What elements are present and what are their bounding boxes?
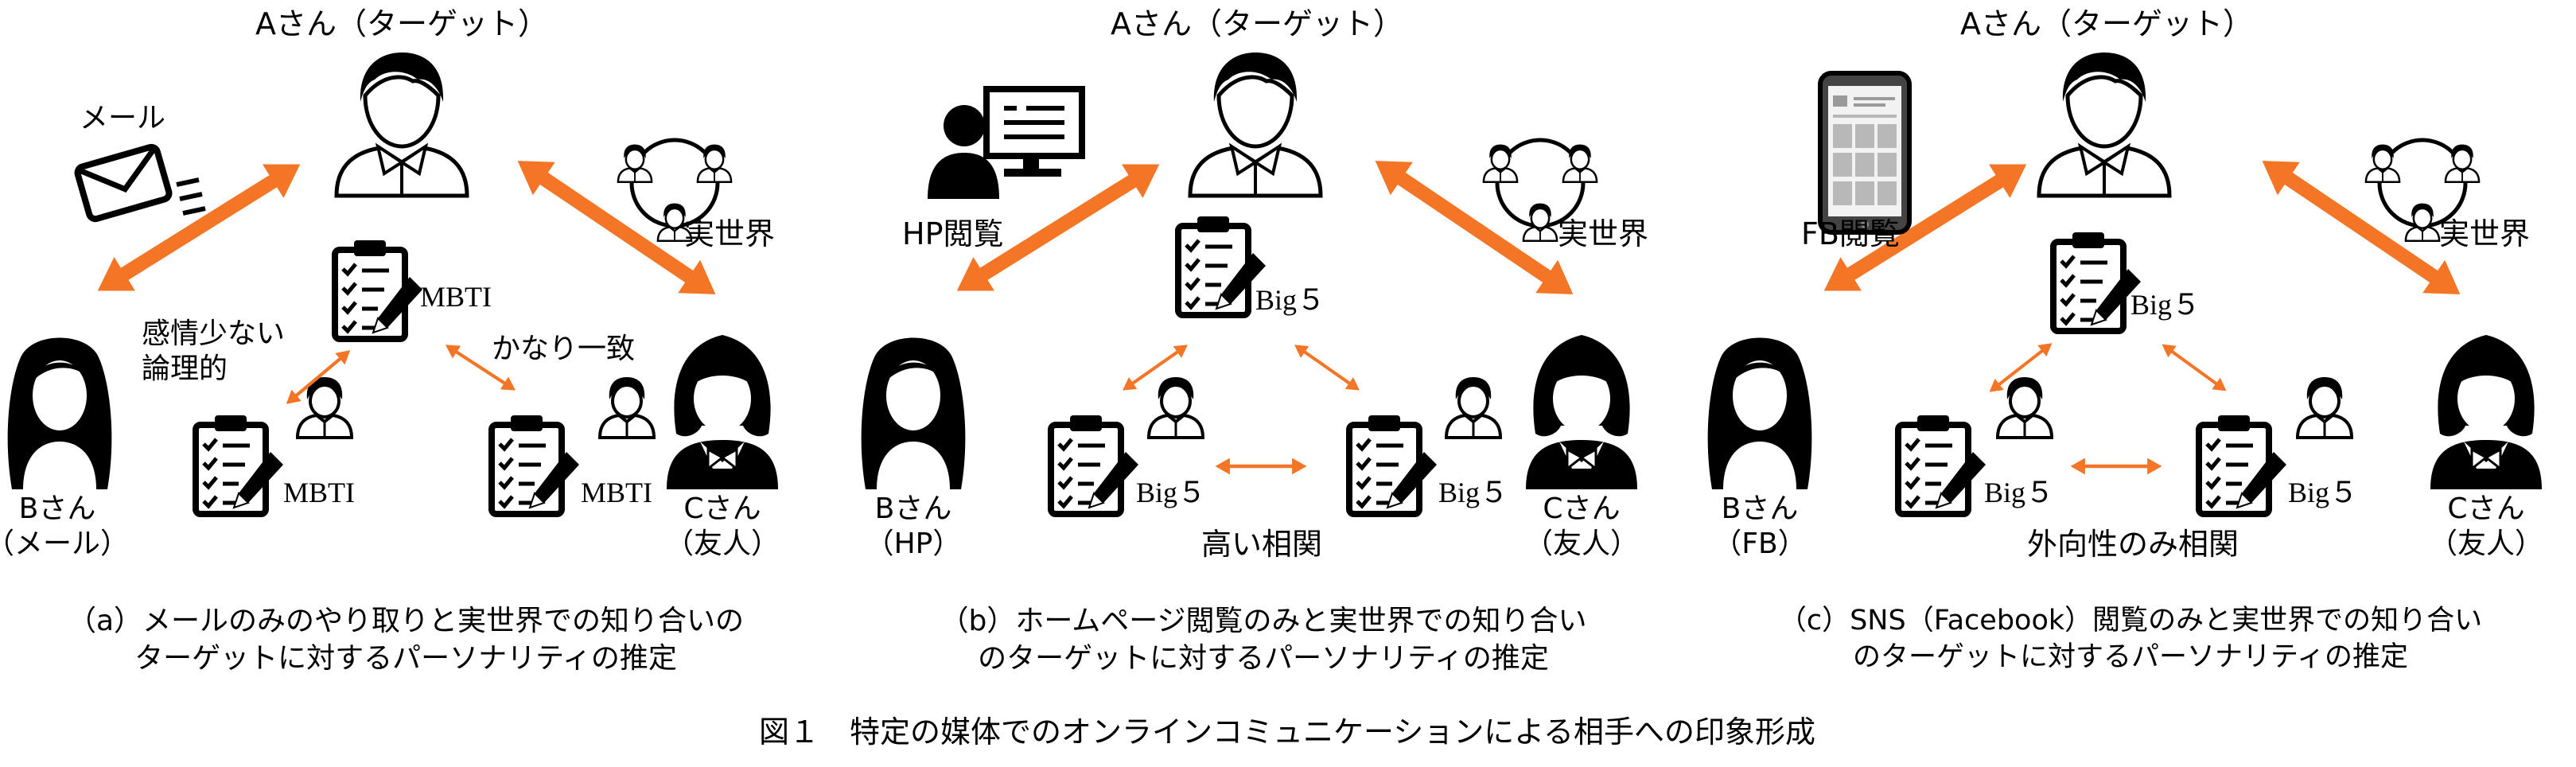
- person-c-icon: [665, 333, 780, 491]
- test-label-c: Big５: [1438, 477, 1509, 508]
- person-b-label: Bさん （HP）: [865, 493, 962, 560]
- envelope-icon: [74, 143, 173, 223]
- computer-user-icon: [928, 86, 1085, 199]
- person-b-icon: [861, 337, 966, 489]
- person-c-label: Cさん （友人）: [664, 493, 780, 560]
- real-world-label: 実世界: [1558, 216, 1649, 251]
- panel-c-diagram: [1707, 53, 2543, 514]
- person-b-icon: [1707, 337, 1812, 489]
- target-a-icon: [2039, 53, 2169, 196]
- media-label: FB閲覧: [1801, 216, 1900, 251]
- thin-arrow-b-c: [1216, 458, 1307, 475]
- clipboard-a-icon: [335, 240, 422, 339]
- test-label-b: MBTI: [283, 477, 355, 508]
- media-label: HP閲覧: [902, 216, 1004, 251]
- real-world-label: 実世界: [684, 216, 776, 251]
- clipboard-c-icon: [492, 415, 579, 514]
- small-person-c-icon: [1445, 376, 1502, 439]
- panel-b-caption: （b）ホームページ閲覧のみと実世界での知り合い のターゲットに対するパーソナリテ…: [940, 605, 1587, 675]
- panel-b-diagram: [861, 53, 1639, 514]
- thin-arrow-a-c: [1288, 337, 1366, 399]
- arrow-a-c: [2251, 144, 2472, 311]
- test-label-a: Big５: [2130, 289, 2201, 321]
- test-label-b: Big５: [1136, 477, 1207, 508]
- target-a-label: Aさん（ターゲット）: [255, 6, 548, 41]
- person-c-icon: [1524, 333, 1639, 491]
- test-label-b: Big５: [1984, 477, 2055, 508]
- person-c-icon: [2429, 333, 2543, 491]
- speed-lines-icon: [176, 177, 206, 216]
- small-person-b-icon: [1147, 376, 1204, 439]
- smartphone-icon: [1818, 71, 1912, 235]
- clipboard-c-icon: [2199, 415, 2286, 514]
- figure-caption: 図１ 特定の媒体でのオンラインコミュニケーションによる相手への印象形成: [758, 714, 1816, 749]
- arrow-a-c: [1364, 144, 1585, 311]
- test-label-c: MBTI: [581, 477, 652, 508]
- target-a-icon: [1190, 53, 1321, 196]
- target-a-label: Aさん（ターゲット）: [1111, 6, 1403, 41]
- clipboard-c-icon: [1349, 415, 1437, 514]
- person-b-icon: [7, 337, 112, 489]
- clipboard-a-icon: [2053, 232, 2141, 331]
- thin-arrow-b-c: [2071, 458, 2162, 475]
- person-c-label: Cさん （友人）: [1523, 493, 1640, 560]
- bottom-note: 高い相関: [1201, 527, 1323, 562]
- clipboard-b-icon: [1051, 415, 1138, 514]
- bottom-note: 外向性のみ相関: [2027, 527, 2239, 562]
- real-world-label: 実世界: [2439, 216, 2531, 251]
- target-a-icon: [337, 53, 467, 196]
- test-label-c: Big５: [2288, 477, 2359, 508]
- person-b-label: Bさん （メール）: [0, 493, 130, 560]
- small-person-c-icon: [2296, 376, 2353, 439]
- target-a-label: Aさん（ターゲット）: [1960, 6, 2253, 41]
- clipboard-b-icon: [196, 415, 283, 514]
- small-person-b-icon: [1996, 376, 2053, 439]
- media-label: メール: [80, 102, 166, 134]
- panel-a-diagram: [7, 53, 780, 514]
- person-c-label: Cさん （友人）: [2428, 493, 2544, 560]
- test-label-a: MBTI: [420, 281, 492, 313]
- right-note: かなり一致: [492, 333, 636, 365]
- person-b-label: Bさん （FB）: [1713, 493, 1807, 560]
- test-label-a: Big５: [1255, 284, 1326, 316]
- panel-a-caption: （a）メールのみのやり取りと実世界での知り合いの ターゲットに対するパーソナリテ…: [67, 605, 745, 675]
- panel-c-caption: （c）SNS（Facebook）閲覧のみと実世界での知り合い のターゲットに対す…: [1778, 605, 2483, 673]
- clipboard-b-icon: [1898, 415, 1986, 514]
- small-person-c-icon: [598, 376, 656, 439]
- clipboard-a-icon: [1178, 216, 1266, 315]
- thin-arrow-a-c: [2158, 338, 2230, 396]
- left-note: 感情少ない 論理的: [142, 317, 286, 385]
